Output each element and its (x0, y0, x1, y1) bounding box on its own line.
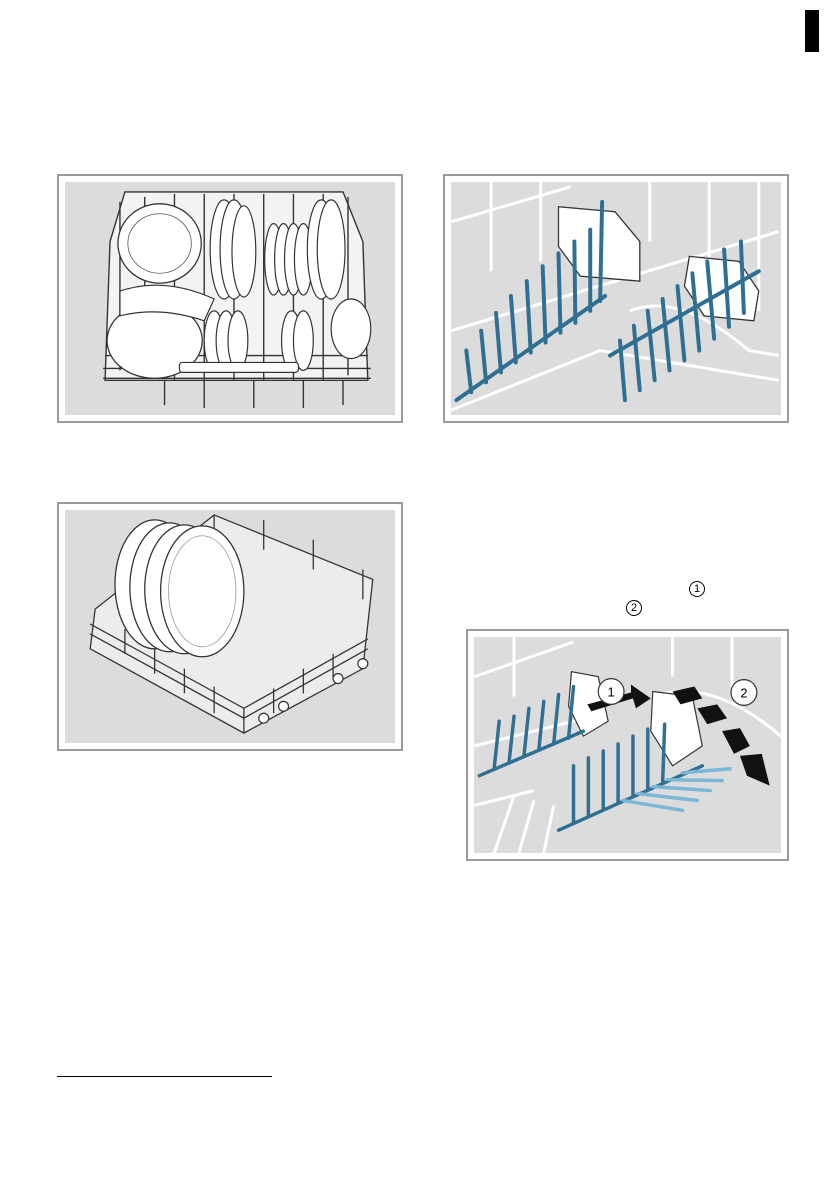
callout-1: 1 (608, 684, 615, 699)
lower-basket-illustration (65, 510, 395, 743)
page-edge-mark (805, 10, 819, 52)
figure-folding-tines: 1 2 (466, 629, 789, 861)
tines-upright-illustration (451, 182, 781, 415)
marker-1: 1 (689, 581, 705, 597)
footnote-rule (57, 1076, 272, 1077)
folding-tines-illustration: 1 2 (474, 637, 781, 853)
marker-2: 2 (626, 600, 642, 616)
figure-basket-with-dishes (57, 174, 403, 423)
basket-dishes-illustration (65, 182, 395, 415)
figure-lower-basket-plates (57, 502, 403, 751)
callout-2: 2 (740, 685, 747, 700)
figure-tines-upright (443, 174, 789, 423)
